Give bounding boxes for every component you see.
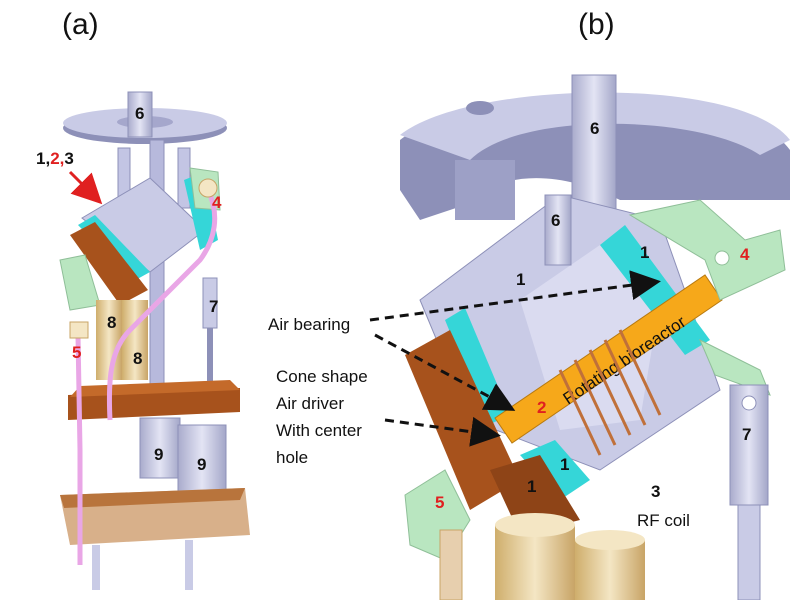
tube-6 bbox=[127, 91, 153, 138]
a-label-4: 4 bbox=[212, 193, 222, 212]
pink-tube-5 bbox=[75, 334, 83, 565]
a-label-8-top: 8 bbox=[107, 313, 116, 332]
leader-air-bearing-2 bbox=[374, 333, 516, 411]
base-legs bbox=[92, 545, 100, 590]
panel-b: (b) 6 6 Rotating bioreactor bbox=[268, 8, 790, 600]
panel-a: (a) 6 8 8 7 9 9 bbox=[36, 8, 250, 590]
a-label-9-left: 9 bbox=[154, 445, 163, 464]
b-green-right bbox=[699, 338, 771, 396]
b-inner-tube-6 bbox=[544, 194, 572, 266]
panel-b-label: (b) bbox=[578, 8, 615, 41]
block-9-right bbox=[177, 424, 227, 496]
b-pillar-right-top bbox=[575, 530, 645, 550]
b-rod-7-hole bbox=[741, 395, 757, 411]
b-pillar-left-top bbox=[495, 513, 575, 537]
right-column bbox=[177, 147, 191, 209]
b-label-5: 5 bbox=[435, 493, 444, 512]
copper-driver-lower bbox=[490, 455, 580, 535]
b-pillar-left bbox=[495, 525, 575, 600]
ann-cone-line4: hole bbox=[276, 448, 308, 467]
ann-cone-line2: Air driver bbox=[276, 394, 344, 413]
flange-step bbox=[455, 160, 515, 220]
b-label-4: 4 bbox=[740, 245, 750, 264]
b-rod-7-stem bbox=[737, 504, 761, 600]
ann-cone-line1: Cone shape bbox=[276, 367, 368, 386]
cyan-ring-lower bbox=[520, 440, 590, 500]
pink-tube-4 bbox=[106, 188, 218, 421]
panel-a-label: (a) bbox=[62, 8, 99, 41]
rf-coil bbox=[558, 329, 662, 456]
leader-air-bearing-1 bbox=[369, 270, 661, 322]
a-label-5: 5 bbox=[72, 343, 81, 362]
b-green-upper bbox=[628, 199, 786, 301]
arrow-123 bbox=[68, 170, 103, 205]
a-label-123: 1,2,3 bbox=[36, 149, 74, 168]
a-label-8-bottom: 8 bbox=[133, 349, 142, 368]
stator-copper bbox=[70, 222, 148, 305]
b-label-7: 7 bbox=[742, 425, 751, 444]
a-label-123-2: 2, bbox=[50, 149, 64, 168]
rod-7-stem bbox=[207, 328, 213, 388]
bioreactor-rotor bbox=[494, 274, 723, 444]
b-green-hole bbox=[714, 250, 730, 266]
b-label-1-lower-left: 1 bbox=[527, 477, 536, 496]
a-label-7: 7 bbox=[209, 297, 218, 316]
b-label-2: 2 bbox=[537, 398, 546, 417]
fitting-5 bbox=[69, 321, 89, 339]
b-label-6-top: 6 bbox=[590, 119, 599, 138]
a-label-6: 6 bbox=[135, 104, 144, 123]
base-plate-top bbox=[60, 488, 245, 508]
base-legs-2 bbox=[185, 540, 193, 590]
pillar-8-b bbox=[122, 300, 148, 380]
fitting-4 bbox=[198, 178, 218, 198]
b-label-1-upper-right: 1 bbox=[640, 243, 649, 262]
flange-hole bbox=[466, 101, 494, 115]
b-label-3: 3 bbox=[651, 482, 660, 501]
copper-driver bbox=[405, 330, 520, 510]
b-label-1-lower-right: 1 bbox=[560, 455, 569, 474]
ann-air-bearing: Air bearing bbox=[268, 315, 350, 334]
leader-cone bbox=[384, 416, 501, 447]
a-label-9-right: 9 bbox=[197, 455, 206, 474]
b-label-1-upper-left: 1 bbox=[516, 270, 525, 289]
mid-plate-top bbox=[70, 380, 240, 397]
b-fitting-5 bbox=[439, 529, 463, 600]
b-rf-coil-label: RF coil bbox=[637, 511, 690, 530]
pillar-8-a bbox=[96, 300, 122, 380]
a-label-123-3: 3 bbox=[64, 149, 73, 168]
big-flange-top bbox=[400, 92, 790, 160]
a-label-123-1: 1, bbox=[36, 149, 50, 168]
b-label-6-inner: 6 bbox=[551, 211, 560, 230]
ann-cone-line3: With center bbox=[276, 421, 362, 440]
